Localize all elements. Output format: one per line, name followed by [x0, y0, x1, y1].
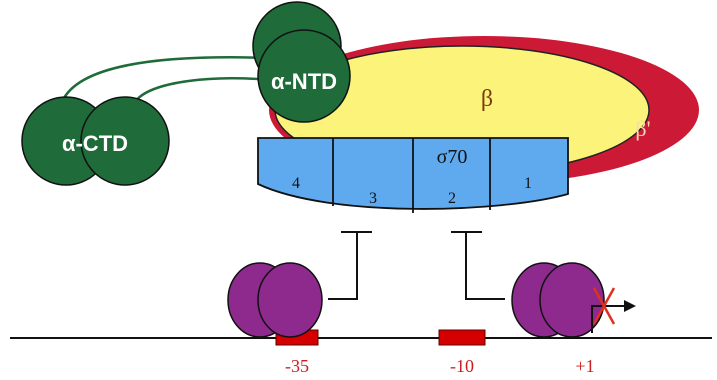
label-plus1: +1 [575, 356, 594, 376]
transcription-arrowhead [624, 300, 636, 312]
beta-label: β [481, 86, 493, 112]
block-x-line-2 [592, 287, 616, 325]
sigma70-label: σ70 [437, 146, 468, 168]
sigma-region-3: 3 [369, 190, 377, 207]
label-minus10: -10 [450, 356, 474, 376]
repressor-right-front [539, 262, 605, 338]
alpha-linker-upper [60, 56, 271, 103]
inhibition-line-region2 [465, 232, 505, 300]
alpha-ntd-front [257, 29, 351, 123]
beta-prime-label: β' [635, 116, 650, 141]
alpha-ctd-right [80, 96, 170, 186]
transcription-start-arrow [591, 305, 624, 333]
inhibition-line-region4 [328, 232, 358, 300]
repressor-left-front [257, 262, 323, 338]
sigma-region-4: 4 [292, 175, 300, 192]
sigma-region-2: 2 [448, 190, 456, 207]
alpha-linker-lower [133, 76, 271, 103]
alpha-ntd-label: α-NTD [271, 69, 337, 94]
promoter-box-minus10 [438, 329, 486, 346]
alpha-ctd-label: α-CTD [62, 131, 128, 156]
sigma-region-1: 1 [524, 175, 532, 192]
label-minus35: -35 [285, 356, 309, 376]
